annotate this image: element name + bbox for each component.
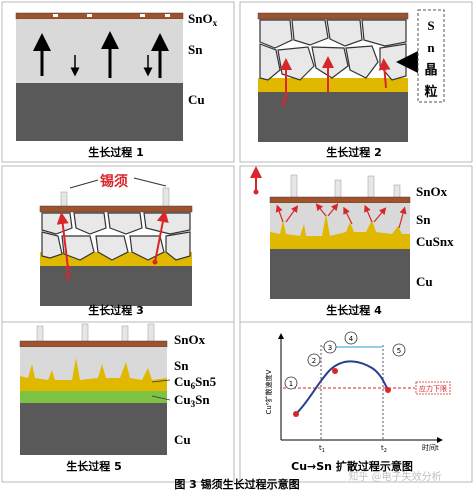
panel-3-callout: 锡须 (100, 173, 128, 190)
panel-2-side-char: S (427, 18, 434, 33)
panel-4-label-cusnx: CuSnx (416, 234, 454, 249)
panel-6-y-axis-label: Cu⁶扩散速度V (264, 369, 273, 414)
panel-4-label-cu: Cu (416, 274, 433, 289)
panel-3-force-arrow (154, 210, 169, 263)
panel-5-label-sn: Sn (174, 358, 189, 373)
panel-3-force-arrow (56, 212, 69, 269)
panel-6-stress-label: 应力下限 (419, 384, 447, 393)
panel-6-x-axis-label: 时间t (422, 443, 439, 452)
panel-4-stress-arrows (275, 203, 407, 229)
watermark: 知乎 @电子失效分析 (348, 470, 441, 483)
panel-4: SnOx Sn CuSnx Cu 生长过程 4 (239, 165, 473, 327)
panel-3-whisker (162, 187, 170, 209)
panel-5-label-cu3sn: Cu3Sn (174, 392, 210, 409)
panel-1-oxide (15, 12, 184, 20)
panel-2-side-char: 晶 (424, 62, 437, 77)
panel-3-callout-line (69, 179, 99, 189)
panel-4-whisker (334, 179, 342, 199)
panel-2-force-arrow (378, 58, 391, 89)
panel-5-caption: 生长过程 5 (66, 459, 121, 473)
panel-4-caption: 生长过程 4 (326, 303, 382, 317)
panel-4-imc (270, 214, 410, 249)
panel-2-force-label: F (281, 98, 288, 109)
panel-4-whisker (367, 175, 375, 199)
panel-6-marker: 1 (289, 380, 293, 388)
panel-2: F S n 晶 粒 生长过程 2 (239, 1, 473, 163)
panel-3-whisker (60, 191, 68, 209)
panel-6-marker: 5 (397, 347, 401, 355)
panel-1-label-snox: SnOx (188, 11, 218, 28)
panel-6-marker: 3 (328, 344, 332, 352)
panel-2-imc (258, 78, 408, 92)
panel-1-label-cu: Cu (188, 92, 205, 107)
panel-1-label-sn: Sn (188, 42, 203, 57)
figure-caption: 图 3 锡须生长过程示意图 (174, 477, 299, 491)
panel-4-whisker (290, 174, 298, 199)
panel-1-caption: 生长过程 1 (88, 145, 143, 159)
panel-5-label-cu6sn5: Cu6Sn5 (174, 374, 217, 391)
panel-3-callout-line (133, 177, 167, 187)
panel-4-label-snox: SnOx (416, 184, 448, 199)
panel-4-whisker (393, 184, 401, 199)
panel-6-marker: 4 (349, 335, 354, 343)
panel-4-oxide (269, 196, 411, 204)
panel-6-diffusion-curve (295, 360, 389, 415)
panel-4-cu-layer (270, 249, 410, 299)
panel-2-side-char: 粒 (424, 84, 437, 99)
panel-6-markers (284, 331, 406, 390)
panel-6-stress-label-box (415, 381, 451, 395)
panel-5-whisker (121, 325, 129, 343)
panel-2-caption: 生长过程 2 (326, 145, 381, 159)
panel-6-marker: 2 (312, 357, 316, 365)
panel-1-cu-layer (16, 83, 183, 141)
panel-3-caption: 生长过程 3 (88, 303, 143, 317)
panel-3-grains (41, 212, 191, 261)
panel-2-oxide (257, 12, 409, 20)
panel-6: Cu⁶扩散速度V 时间t t1 t2 应力下限 1 2 3 4 5 Cu→Sn … (239, 321, 473, 483)
panel-6-caption: Cu→Sn 扩散过程示意图 (291, 459, 413, 473)
panel-5-whisker (81, 323, 89, 343)
panel-2-sn-grain-box (417, 9, 445, 103)
panel-3-oxide (39, 205, 193, 213)
panel-4-label-sn: Sn (416, 212, 431, 227)
panel-5-whisker (36, 325, 44, 343)
panel-5-cu3sn (20, 391, 167, 403)
panel-5-whisker (147, 323, 155, 343)
panel-2-cu-layer (258, 92, 408, 142)
panel-3-cu-layer (40, 266, 192, 306)
panel-6-tick-t1: t1 (319, 444, 325, 454)
panel-2-side-char: n (427, 40, 435, 55)
panel-5-cu-layer (20, 403, 167, 455)
panel-5: SnOx Sn Cu6Sn5 Cu3Sn Cu 生长过程 5 (1, 321, 235, 483)
panel-1-sn-layer (16, 19, 183, 83)
panel-3: F 锡须 生长过程 3 (1, 165, 235, 327)
panel-5-label-cu: Cu (174, 432, 191, 447)
panel-6-tick-t2: t2 (381, 444, 387, 454)
panel-1: SnOx Sn Cu 生长过程 1 (1, 1, 235, 163)
panel-5-cu6sn5 (20, 358, 167, 391)
panel-3-force-label: F (65, 272, 72, 283)
panel-5-oxide (19, 340, 168, 348)
panel-5-label-snox: SnOx (174, 332, 206, 347)
